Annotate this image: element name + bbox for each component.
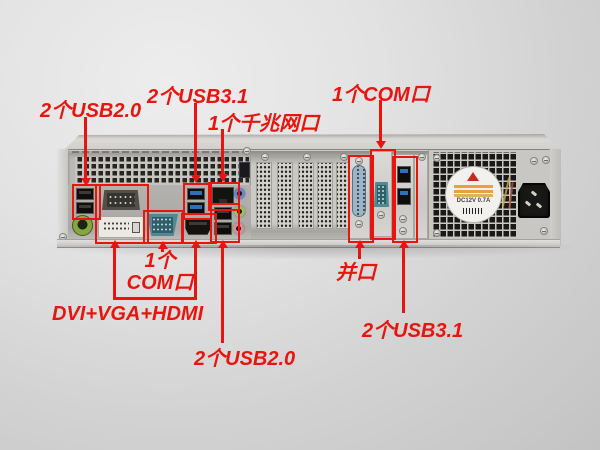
- db-serial-port-icon: [102, 190, 140, 210]
- fan-brand-logo-icon: [467, 172, 479, 181]
- ac-inlet-icon: [518, 183, 550, 218]
- highlight-vga-dvi: [95, 184, 149, 244]
- callout-arrow: [191, 175, 201, 183]
- callout-label-parallel: 并口: [336, 262, 376, 284]
- chassis-bottom-lip: [57, 239, 560, 248]
- usb31-port-icon: [187, 202, 205, 214]
- screw-icon: [304, 154, 310, 160]
- chassis-right-edge: [549, 149, 561, 246]
- screw-icon: [378, 212, 384, 218]
- callout-label-usb2-bottom: 2个USB2.0: [194, 348, 296, 370]
- highlight-com-io: [143, 210, 184, 244]
- callout-label-video: DVI+VGA+HDMI: [52, 303, 204, 325]
- callout-line: [113, 247, 116, 300]
- vented-slot-cover: [257, 163, 271, 228]
- screw-icon: [262, 154, 268, 160]
- highlight-usb31-io: [183, 183, 212, 220]
- callout-arrow: [355, 240, 365, 248]
- callout-arrow: [376, 141, 386, 149]
- chassis-top-face: [62, 134, 561, 152]
- usb31-port-icon: [397, 188, 411, 205]
- callout-arrow: [399, 240, 409, 248]
- callout-label-usb31-top: 2个USB3.1: [147, 86, 249, 108]
- callout-label-usb31-bottom: 2个USB3.1: [362, 320, 464, 342]
- screw-icon: [60, 234, 66, 240]
- callout-label-com-card: 1个COM口: [332, 84, 430, 106]
- fan-sticker-text: DC12V 0.7A: [456, 198, 491, 204]
- blank-slot-cover: [415, 155, 427, 238]
- screw-icon: [434, 230, 440, 236]
- chassis-shadow: [48, 245, 572, 259]
- callout-arrow: [218, 174, 228, 182]
- usb2-port-icon: [76, 202, 94, 214]
- screw-icon: [244, 148, 250, 154]
- com-db9-port-icon: [374, 182, 389, 207]
- callout-line: [358, 247, 361, 259]
- sticker-stripe: [454, 185, 493, 188]
- vented-slot-cover: [318, 163, 332, 228]
- vented-slot-cover: [278, 163, 292, 228]
- callout-label-com-io: 1个 COM口: [120, 250, 200, 294]
- callout-line: [221, 247, 224, 343]
- callout-line: [402, 247, 405, 313]
- screw-icon: [356, 158, 362, 164]
- screw-icon: [434, 155, 440, 161]
- callout-line: [84, 117, 87, 180]
- optical-port-icon: [239, 162, 250, 178]
- highlight-lan: [208, 182, 240, 211]
- callout-label-lan: 1个千兆网口: [208, 113, 320, 135]
- usb2-port-icon: [214, 222, 232, 235]
- usb31-port-icon: [397, 166, 411, 183]
- lan-port-icon: [212, 187, 234, 205]
- callout-label-com-io-line2: COM口: [126, 272, 194, 294]
- screw-icon: [419, 154, 425, 160]
- highlight-usb31-card: [392, 156, 418, 243]
- sticker-stripe: [454, 190, 493, 193]
- com-db-port-icon: [147, 214, 178, 236]
- callout-line: [379, 100, 382, 142]
- usb31-port-icon: [187, 188, 205, 200]
- screw-icon: [543, 157, 549, 163]
- screw-icon: [341, 154, 347, 160]
- callout-arrow: [218, 240, 228, 248]
- highlight-com-card: [370, 149, 396, 240]
- sticker-barcode-icon: [463, 208, 484, 214]
- vented-slot-cover: [337, 163, 351, 228]
- sticker-stripe: [454, 194, 493, 197]
- callout-label-com-io-line1: 1个: [144, 250, 176, 272]
- callout-arrow: [158, 241, 168, 249]
- screw-icon: [356, 221, 362, 227]
- callout-arrow: [81, 178, 91, 186]
- callout-line: [161, 248, 164, 252]
- callout-arrow: [110, 240, 120, 248]
- screw-icon: [531, 158, 537, 164]
- parallel-db25-port-icon: [352, 165, 366, 217]
- callout-line: [113, 297, 197, 300]
- vented-slot-cover: [299, 163, 313, 228]
- callout-arrow: [191, 240, 201, 248]
- hdmi-port-icon: [185, 218, 211, 235]
- screw-icon: [541, 228, 547, 234]
- highlight-usb2-right: [210, 203, 240, 243]
- callout-label-usb2-top: 2个USB2.0: [40, 100, 142, 122]
- callout-line: [194, 247, 197, 300]
- usb2-port-icon: [76, 188, 94, 200]
- screw-icon: [400, 228, 406, 234]
- callout-line: [221, 129, 224, 176]
- callout-line: [194, 103, 197, 177]
- fan-sticker: DC12V 0.7A: [446, 167, 501, 222]
- screw-icon: [400, 216, 406, 222]
- ps2-port-icon: [72, 215, 93, 236]
